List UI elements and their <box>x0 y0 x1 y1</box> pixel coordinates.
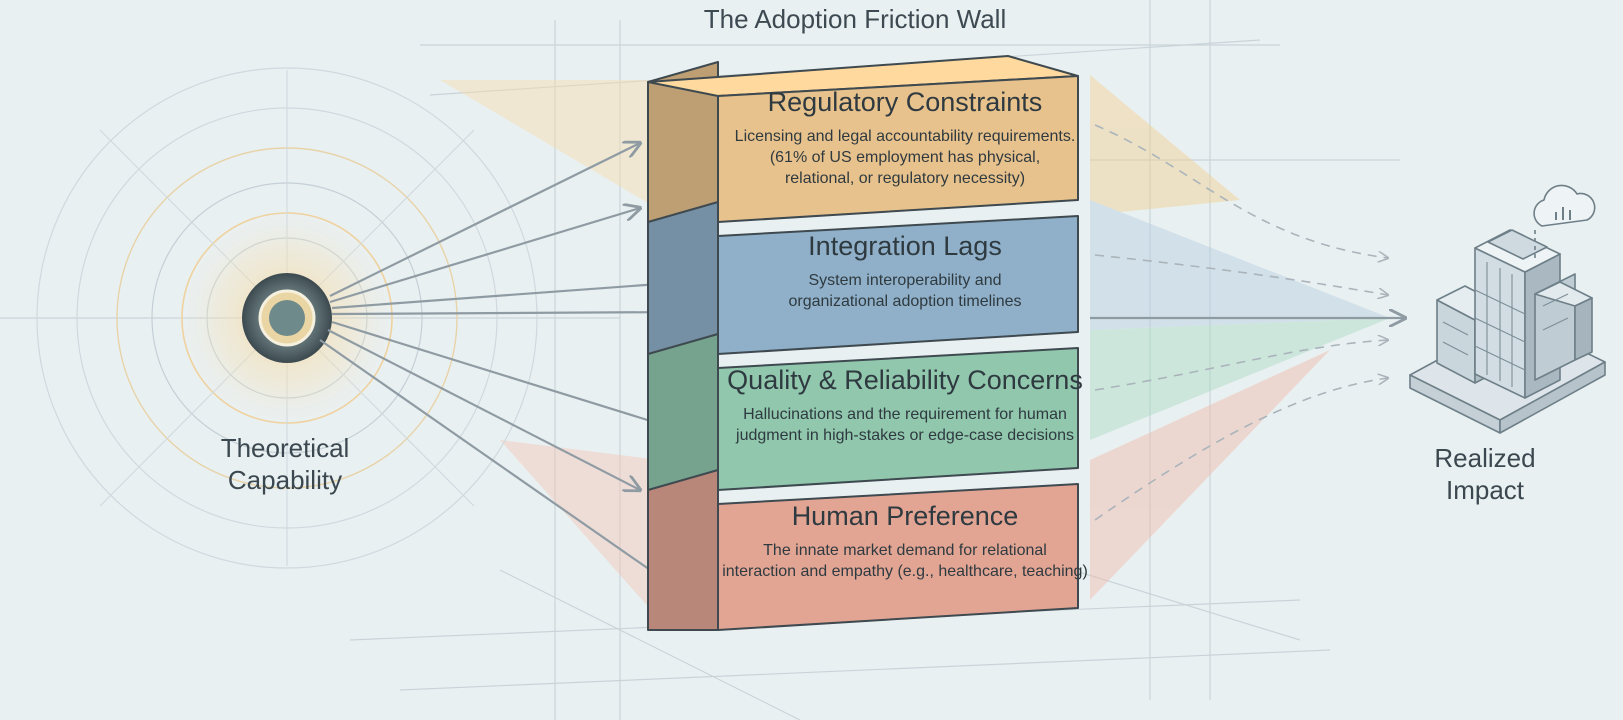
diagram-title: The Adoption Friction Wall <box>703 4 1007 34</box>
block-desc-line: judgment in high-stakes or edge-case dec… <box>736 427 1074 444</box>
quality-reliability-block: Quality & Reliability Concerns Hallucina… <box>720 364 1090 446</box>
output-arrows <box>1094 124 1388 521</box>
regulatory-constraints-block: Regulatory Constraints Licensing and leg… <box>720 86 1090 189</box>
human-preference-block: Human Preference The innate market deman… <box>720 500 1090 582</box>
block-desc-line: organizational adoption timelines <box>788 293 1022 310</box>
integration-block-shape-side <box>647 201 719 355</box>
quality-block-shape-side <box>647 333 719 491</box>
block-title: Integration Lags <box>808 231 1002 261</box>
capability-arrows <box>319 143 1405 595</box>
realized-impact-label: Realized Impact <box>1434 443 1536 505</box>
block-desc-line: System interoperability and <box>808 272 1002 289</box>
preference-block-shape-side <box>647 469 719 631</box>
theoretical-capability-label: Theoretical Capability <box>220 433 350 495</box>
block-desc-line: Hallucinations and the requirement for h… <box>743 406 1067 423</box>
capability-rings <box>36 67 538 569</box>
building-icon <box>1409 184 1606 434</box>
quality-block-shape-front <box>717 347 1079 491</box>
regulatory-block-shape-front <box>717 75 1079 223</box>
block-desc-line: interaction and empathy (e.g., healthcar… <box>722 563 1088 580</box>
integration-block-shape-front <box>717 215 1079 355</box>
friction-wall <box>647 55 1079 631</box>
block-desc-line: (61% of US employment has physical, <box>769 149 1041 166</box>
block-title: Regulatory Constraints <box>767 87 1043 117</box>
light-beams <box>440 75 1390 620</box>
integration-lags-block: Integration Lags System interoperability… <box>720 230 1090 312</box>
preference-block-shape-front <box>717 483 1079 631</box>
block-title: Quality & Reliability Concerns <box>727 365 1083 395</box>
block-desc-line: relational, or regulatory necessity) <box>784 170 1026 187</box>
block-title: Human Preference <box>791 501 1019 531</box>
block-desc-line: The innate market demand for relational <box>763 542 1047 559</box>
block-desc-line: Licensing and legal accountability requi… <box>734 128 1076 145</box>
